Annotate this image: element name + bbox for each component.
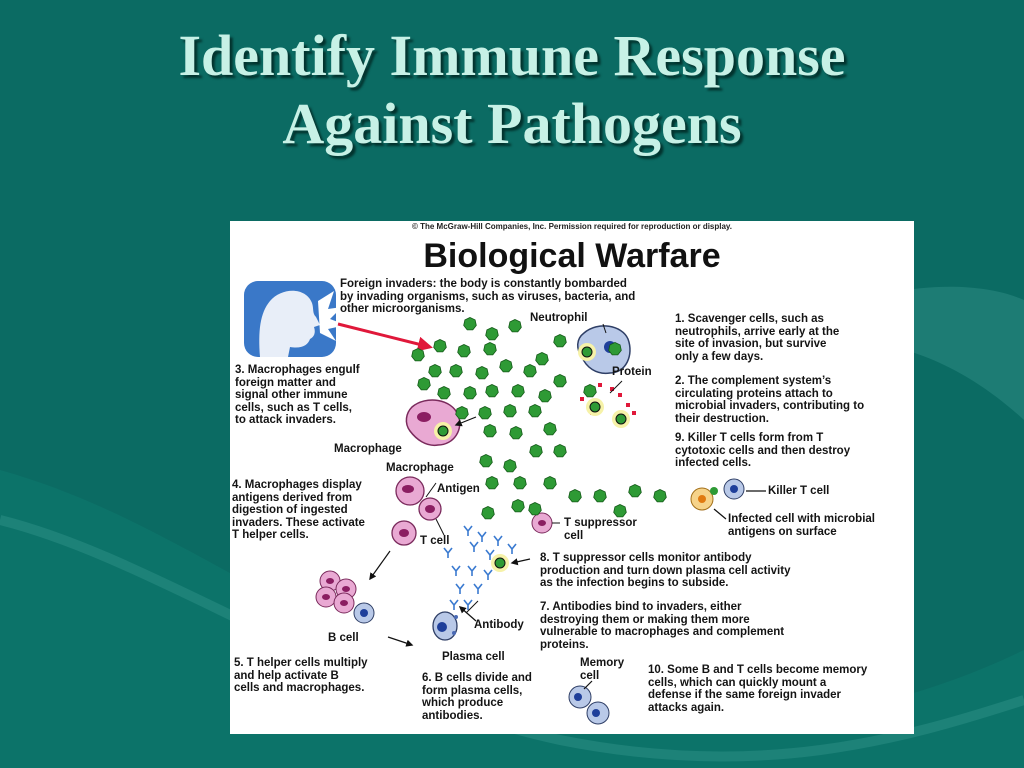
step-4-text: 4. Macrophages display antigens derived … (232, 479, 365, 541)
protein-coated-invader-icon (586, 398, 630, 428)
label-infected-cell: Infected cell with microbial antigens on… (728, 513, 875, 538)
label-neutrophil: Neutrophil (530, 312, 588, 324)
intro-text: Foreign invaders: the body is constantly… (340, 278, 636, 315)
step-2-text: 2. The complement system’s circulating p… (675, 375, 865, 425)
label-protein: Protein (612, 366, 652, 378)
diagram-illustration (244, 281, 766, 725)
plasma-cell-icon (432, 611, 458, 641)
pathogen-icon (411, 317, 667, 520)
memory-cell-icon (568, 685, 610, 725)
step-8-text: 8. T suppressor cells monitor antibody p… (540, 552, 791, 589)
step-7-text: 7. Antibodies bind to invaders, either d… (540, 601, 785, 651)
label-antigen: Antigen (437, 483, 480, 495)
slide-title: Identify Immune Response Against Pathoge… (0, 22, 1024, 158)
biological-warfare-figure: © The McGraw-Hill Companies, Inc. Permis… (230, 221, 914, 734)
step-6-text: 6. B cells divide and form plasma cells,… (422, 672, 532, 722)
label-t-cell: T cell (420, 535, 450, 547)
label-memory-cell: Memory cell (580, 657, 625, 682)
step-5-text: 5. T helper cells multiply and help acti… (234, 657, 368, 694)
label-b-cell: B cell (328, 632, 359, 644)
infected-cell-icon (690, 487, 718, 511)
b-cell-icon (353, 602, 375, 624)
antibody-icon (443, 525, 517, 610)
step-3-text: 3. Macrophages engulf foreign matter and… (235, 364, 360, 426)
label-antibody: Antibody (474, 619, 524, 631)
slide-title-line-1: Identify Immune Response (178, 23, 846, 88)
label-macrophage-1: Macrophage (334, 443, 402, 455)
label-macrophage-2: Macrophage (386, 462, 454, 474)
label-t-suppressor: T suppressor cell (564, 517, 637, 542)
step-1-text: 1. Scavenger cells, such as neutrophils,… (675, 313, 840, 363)
t-suppressor-cell-icon (531, 512, 553, 534)
label-plasma-cell: Plasma cell (442, 651, 505, 663)
macrophage-icon (405, 399, 461, 447)
figure-title: Biological Warfare (423, 237, 721, 275)
antigen-presenting-macrophage-icon (391, 476, 442, 546)
sneezing-person-icon (244, 281, 346, 357)
copyright-notice: © The McGraw-Hill Companies, Inc. Permis… (411, 222, 733, 231)
slide-title-line-2: Against Pathogens (282, 91, 742, 156)
step-9-text: 9. Killer T cells form from T cytotoxic … (675, 432, 851, 469)
antibody-coated-invader-icon (491, 554, 509, 572)
killer-t-cell-icon (723, 478, 745, 500)
neutrophil-icon (577, 325, 631, 375)
sneeze-arrow (337, 322, 433, 352)
t-helper-cluster-icon (315, 570, 357, 614)
label-killer-t-cell: Killer T cell (768, 485, 830, 497)
step-10-text: 10. Some B and T cells become memory cel… (648, 664, 868, 714)
